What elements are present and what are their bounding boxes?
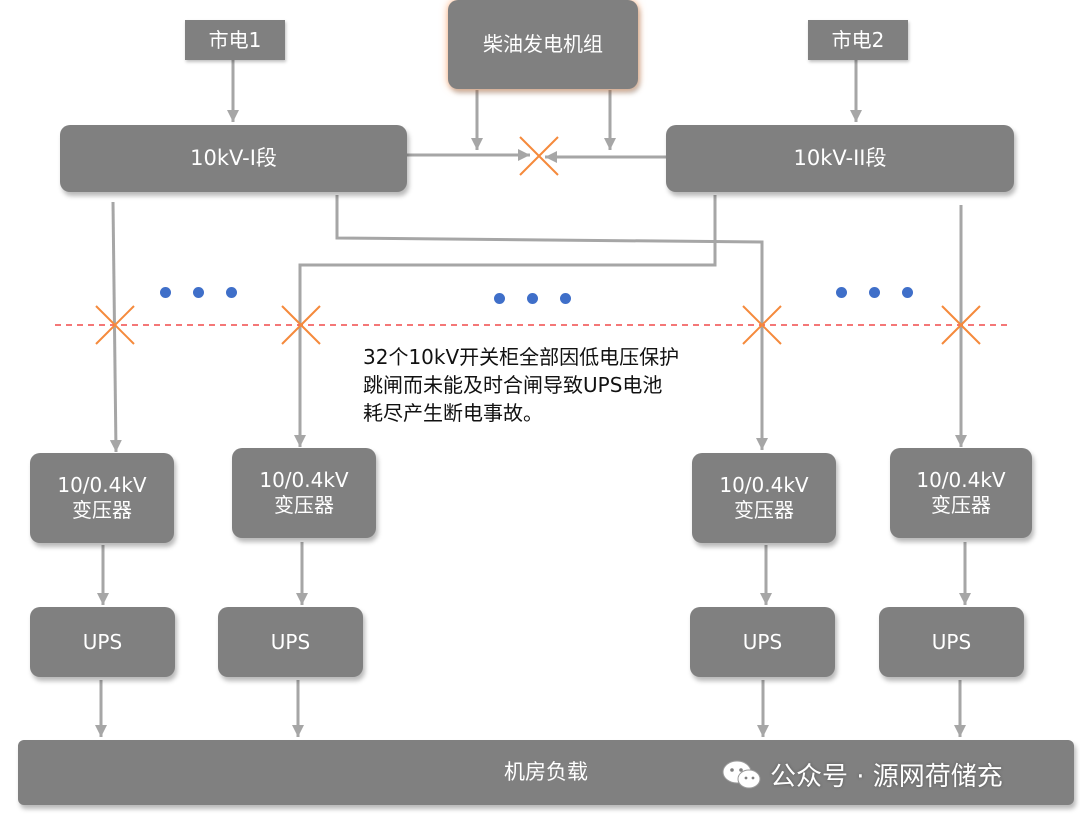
- ups-1-label: UPS: [82, 629, 123, 654]
- note-line-1: 32个10kV开关柜全部因低电压保护: [363, 345, 680, 369]
- feeder-3-arrow: [335, 195, 768, 450]
- transformer-1-rating: 10/0.4kV: [57, 473, 147, 497]
- feeder-4-x-mark-icon: [941, 305, 981, 345]
- transformer-3-rating: 10/0.4kV: [719, 473, 809, 497]
- transformer-1: 10/0.4kV 变压器: [30, 453, 174, 543]
- transformer-2-label: 变压器: [274, 493, 334, 517]
- transformer-1-label: 变压器: [72, 498, 132, 522]
- diesel-generator-label: 柴油发电机组: [483, 32, 603, 56]
- ups-1: UPS: [30, 607, 175, 677]
- note-line-2: 跳闸而未能及时合闸导致UPS电池: [363, 373, 663, 397]
- watermark-text: 公众号 · 源网荷储充: [770, 762, 1003, 792]
- ellipsis-dots-middle: [494, 293, 571, 304]
- grid-source-1-label: 市电1: [208, 27, 262, 52]
- bus-section-2: 10kV-II段: [666, 125, 1014, 192]
- fault-description-note: 32个10kV开关柜全部因低电压保护 跳闸而未能及时合闸导致UPS电池 耗尽产生…: [363, 343, 763, 427]
- ups-2: UPS: [218, 607, 363, 677]
- wechat-watermark: 公众号 · 源网荷储充: [722, 756, 1003, 793]
- feeder-1-x-mark-icon: [95, 305, 135, 345]
- ups-3-label: UPS: [742, 629, 783, 654]
- note-line-3: 耗尽产生断电事故。: [363, 401, 543, 425]
- wechat-icon: [722, 760, 761, 788]
- ups-2-label: UPS: [270, 629, 311, 654]
- feeder-3-x-mark-icon: [742, 305, 782, 345]
- fault-marks: [95, 136, 981, 345]
- ellipsis-dots-right: [836, 287, 913, 298]
- grid-source-1: 市电1: [185, 20, 285, 60]
- datacenter-load: 机房负载: [18, 740, 1074, 805]
- feeder-2-arrow: [294, 195, 717, 447]
- transformer-3-label: 变压器: [734, 498, 794, 522]
- transformer-4-rating: 10/0.4kV: [916, 468, 1006, 492]
- ups-4: UPS: [879, 607, 1024, 677]
- transformer-3: 10/0.4kV 变压器: [692, 453, 836, 543]
- connector-lines: [95, 60, 971, 737]
- grid-source-2: 市电2: [808, 20, 908, 60]
- transformer-4: 10/0.4kV 变压器: [890, 448, 1032, 538]
- transformer-4-label: 变压器: [931, 493, 991, 517]
- bus-section-1: 10kV-I段: [60, 125, 407, 192]
- transformer-2-rating: 10/0.4kV: [259, 468, 349, 492]
- bus-section-2-label: 10kV-II段: [793, 146, 887, 171]
- feeder-1-arrow: [109, 201, 122, 453]
- datacenter-load-label: 机房负载: [504, 760, 588, 785]
- bus-section-1-label: 10kV-I段: [190, 146, 277, 171]
- ups-3: UPS: [690, 607, 835, 677]
- feeder-2-x-mark-icon: [281, 305, 321, 345]
- ellipsis-dots-left: [160, 287, 237, 298]
- diesel-generator: 柴油发电机组: [448, 0, 638, 89]
- transformer-2: 10/0.4kV 变压器: [232, 448, 376, 538]
- grid-source-2-label: 市电2: [831, 27, 885, 52]
- ups-4-label: UPS: [931, 629, 972, 654]
- tie-fault-x-mark-icon: [519, 136, 559, 176]
